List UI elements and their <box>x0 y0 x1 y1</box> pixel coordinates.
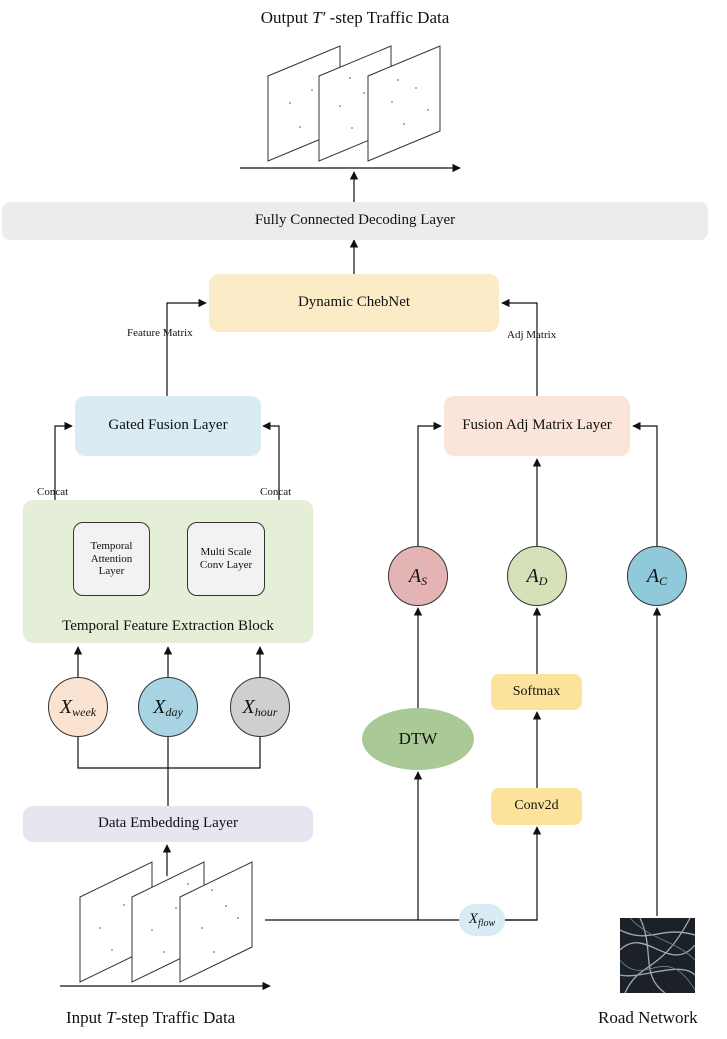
multi-scale-conv-layer: Multi Scale Conv Layer <box>187 522 265 596</box>
output-frame <box>367 45 441 162</box>
arrow-ac-to-fusionadj <box>632 421 658 546</box>
temporal-attention-layer: Temporal Attention Layer <box>73 522 150 596</box>
conv2d-layer: Conv2d <box>491 788 582 825</box>
dtw-label: DTW <box>398 729 438 749</box>
feature-matrix-label: Feature Matrix <box>127 327 193 339</box>
temporal-feature-extraction-block: Temporal Feature Extraction Block <box>23 500 313 643</box>
gated-fusion-label: Gated Fusion Layer <box>108 417 228 434</box>
output-frame-dots <box>289 77 429 129</box>
conv2d-label: Conv2d <box>514 798 559 814</box>
dynamic-chebnet: Dynamic ChebNet <box>209 274 499 332</box>
embedding-bus <box>77 737 261 769</box>
chebnet-label: Dynamic ChebNet <box>297 294 411 311</box>
arrow-as-to-fusionadj <box>417 421 442 546</box>
road-network-image <box>619 917 696 994</box>
multi-scale-label: Multi Scale Conv Layer <box>199 546 253 571</box>
fusion-adj-matrix-layer: Fusion Adj Matrix Layer <box>444 396 630 456</box>
input-frame <box>179 861 253 983</box>
softmax-layer: Softmax <box>491 674 582 710</box>
decoder-label: Fully Connected Decoding Layer <box>254 212 456 229</box>
adj-matrix-label: Adj Matrix <box>507 329 557 341</box>
tfe-block-label: Temporal Feature Extraction Block <box>62 618 274 634</box>
fully-connected-decoding-layer: Fully Connected Decoding Layer <box>2 202 708 240</box>
arrow-to-conv2d <box>505 826 542 921</box>
concat-right-label: Concat <box>260 486 292 498</box>
gated-fusion-layer: Gated Fusion Layer <box>75 396 261 456</box>
output-traffic-frames <box>267 45 441 162</box>
input-title: Input T-step Traffic Data <box>66 1008 236 1027</box>
embedding-label: Data Embedding Layer <box>98 815 238 832</box>
input-traffic-frames <box>79 861 253 983</box>
arrow-gated-to-chebnet <box>166 298 207 396</box>
input-frame-dots <box>99 883 239 953</box>
concat-left-label: Concat <box>37 486 69 498</box>
dtw-node: DTW <box>362 708 474 770</box>
temporal-attention-label: Temporal Attention Layer <box>90 540 133 578</box>
road-network-label: Road Network <box>598 1008 698 1027</box>
softmax-label: Softmax <box>512 683 561 699</box>
output-title: Output T′ -step Traffic Data <box>260 8 450 27</box>
arrow-fusionadj-to-chebnet <box>501 298 538 396</box>
data-embedding-layer: Data Embedding Layer <box>23 806 313 842</box>
fusion-adj-label: Fusion Adj Matrix Layer <box>462 417 612 434</box>
